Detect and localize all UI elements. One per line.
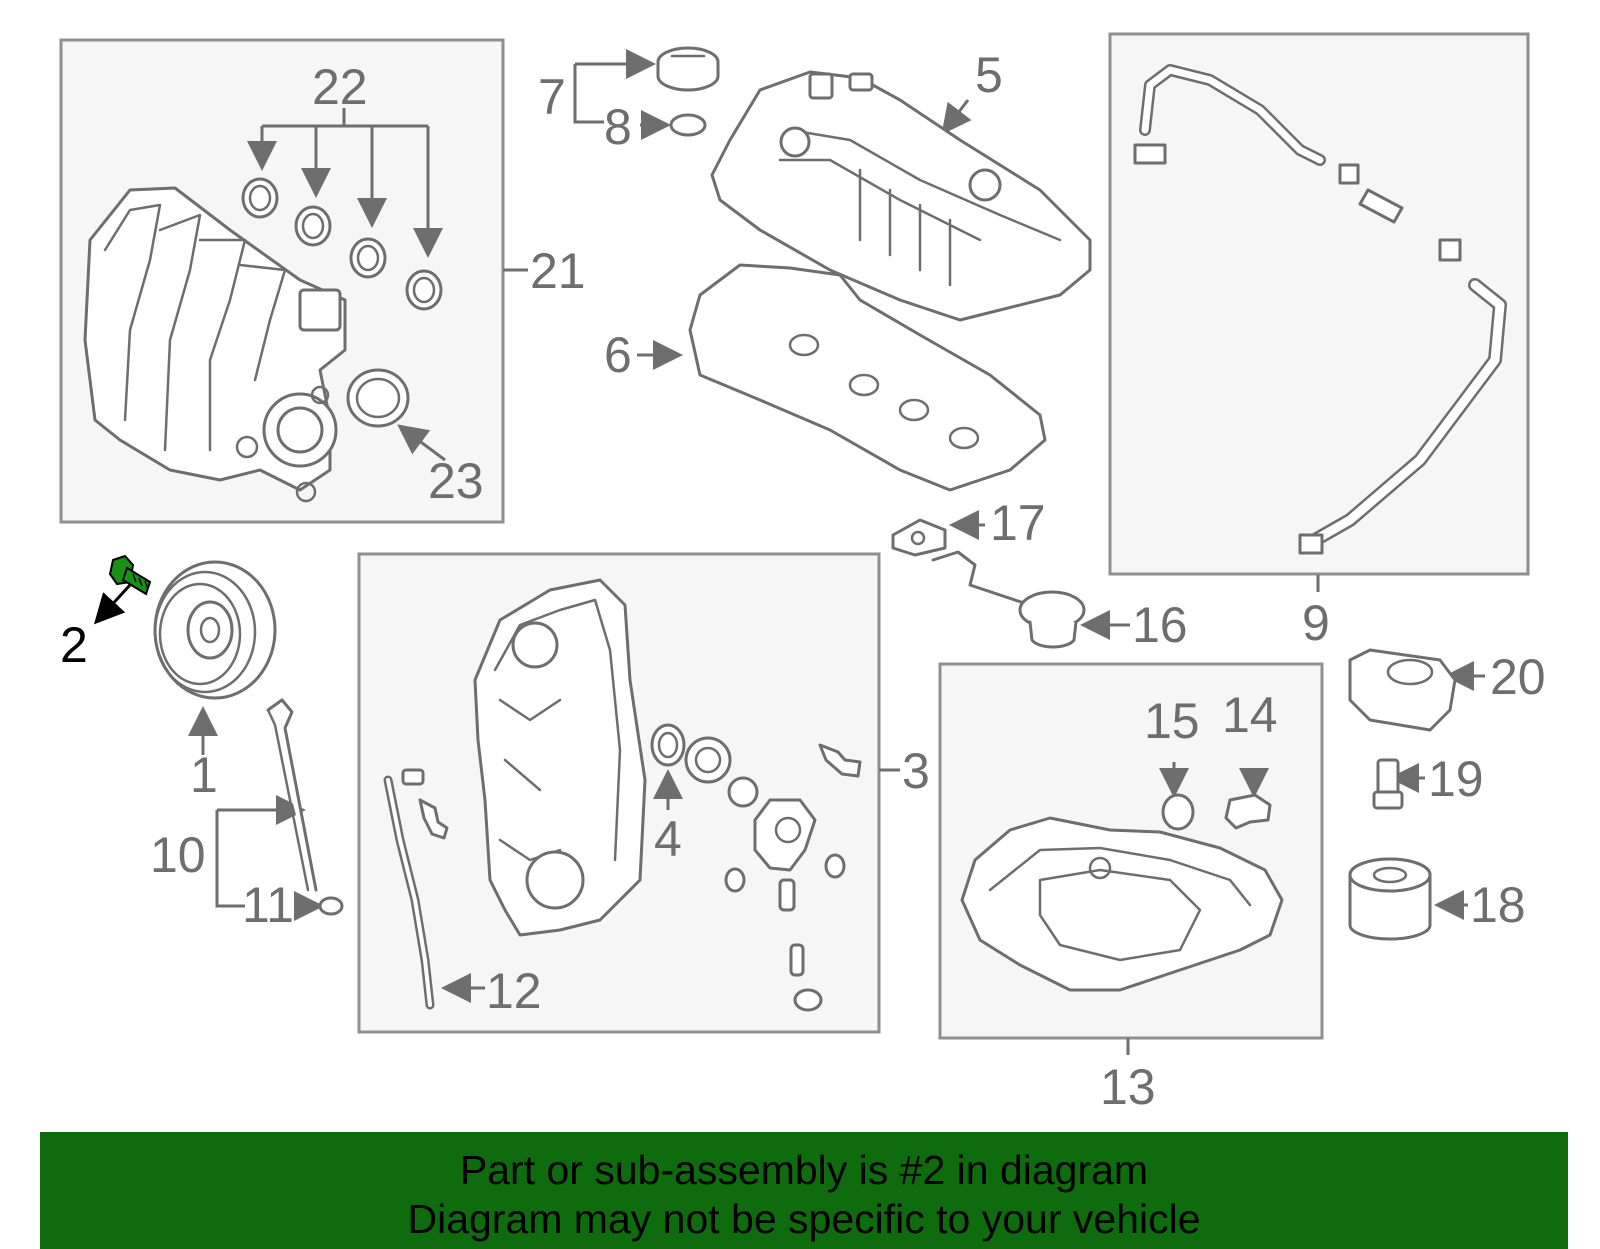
oil-pickup-tube-drawing bbox=[931, 550, 1086, 649]
oil-cooler-bolt-drawing bbox=[1372, 758, 1404, 810]
drain-plug-gasket-drawing bbox=[1161, 793, 1195, 831]
callout-22: 22 bbox=[312, 59, 368, 115]
pcv-hose-drawing bbox=[1133, 64, 1507, 555]
callout-17: 17 bbox=[990, 495, 1046, 551]
dipstick-drawing bbox=[266, 698, 318, 892]
oil-pan-drawing bbox=[960, 816, 1284, 992]
callout-1: 1 bbox=[190, 747, 218, 803]
box-pcv-hose-group bbox=[1108, 32, 1530, 576]
callout-4: 4 bbox=[654, 811, 682, 867]
callout-12: 12 bbox=[486, 963, 542, 1019]
valve-cover-gasket-drawing bbox=[688, 263, 1047, 492]
oil-cooler-drawing bbox=[1348, 648, 1457, 732]
oil-pickup-gasket-drawing bbox=[891, 518, 947, 557]
front-seal-drawing bbox=[650, 723, 686, 767]
crankshaft-pulley-drawing bbox=[153, 560, 277, 700]
callout-3: 3 bbox=[902, 743, 930, 799]
dipstick-tube-drawing bbox=[383, 768, 435, 1010]
callout-7: 7 bbox=[538, 69, 566, 125]
callout-2: 2 bbox=[60, 617, 88, 673]
valve-cover-drawing bbox=[710, 70, 1092, 322]
oil-filter-drawing bbox=[1348, 857, 1432, 941]
bolt-b-drawing bbox=[818, 743, 862, 778]
callout-6: 6 bbox=[604, 327, 632, 383]
callout-8: 8 bbox=[604, 99, 632, 155]
drain-plug-drawing bbox=[1224, 793, 1272, 830]
callout-5: 5 bbox=[975, 47, 1003, 103]
callout-10: 10 bbox=[150, 827, 206, 883]
dipstick-o-ring-drawing bbox=[318, 896, 344, 916]
banner-line-1: Part or sub-assembly is #2 in diagram bbox=[459, 1147, 1149, 1193]
callout-23: 23 bbox=[428, 453, 484, 509]
oil-pump-rotor-drawing bbox=[684, 736, 759, 808]
callout-21: 21 bbox=[530, 243, 586, 299]
bolt-a-drawing bbox=[418, 798, 449, 840]
callout-13: 13 bbox=[1100, 1059, 1156, 1115]
banner-line-2: Diagram may not be specific to your vehi… bbox=[407, 1196, 1201, 1242]
oil-pump-drawing bbox=[724, 798, 846, 1012]
oil-filler-cap-drawing bbox=[656, 46, 720, 92]
intake-gaskets-drawing bbox=[241, 177, 443, 311]
callout-19: 19 bbox=[1428, 751, 1484, 807]
crank-pulley-bolt-drawing bbox=[108, 554, 152, 596]
oil-cap-gasket-drawing bbox=[669, 113, 707, 137]
callout-11: 11 bbox=[242, 877, 294, 933]
info-banner: Part or sub-assembly is #2 in diagram Di… bbox=[40, 1132, 1568, 1249]
callout-14: 14 bbox=[1222, 687, 1278, 743]
timing-cover-drawing bbox=[473, 578, 647, 937]
callout-9: 9 bbox=[1302, 595, 1330, 651]
callout-15: 15 bbox=[1144, 693, 1200, 749]
throttle-body-gasket-drawing bbox=[346, 368, 410, 428]
callout-20: 20 bbox=[1490, 649, 1546, 705]
callout-16: 16 bbox=[1132, 597, 1188, 653]
intake-manifold-drawing bbox=[83, 186, 347, 503]
callout-18: 18 bbox=[1470, 877, 1526, 933]
